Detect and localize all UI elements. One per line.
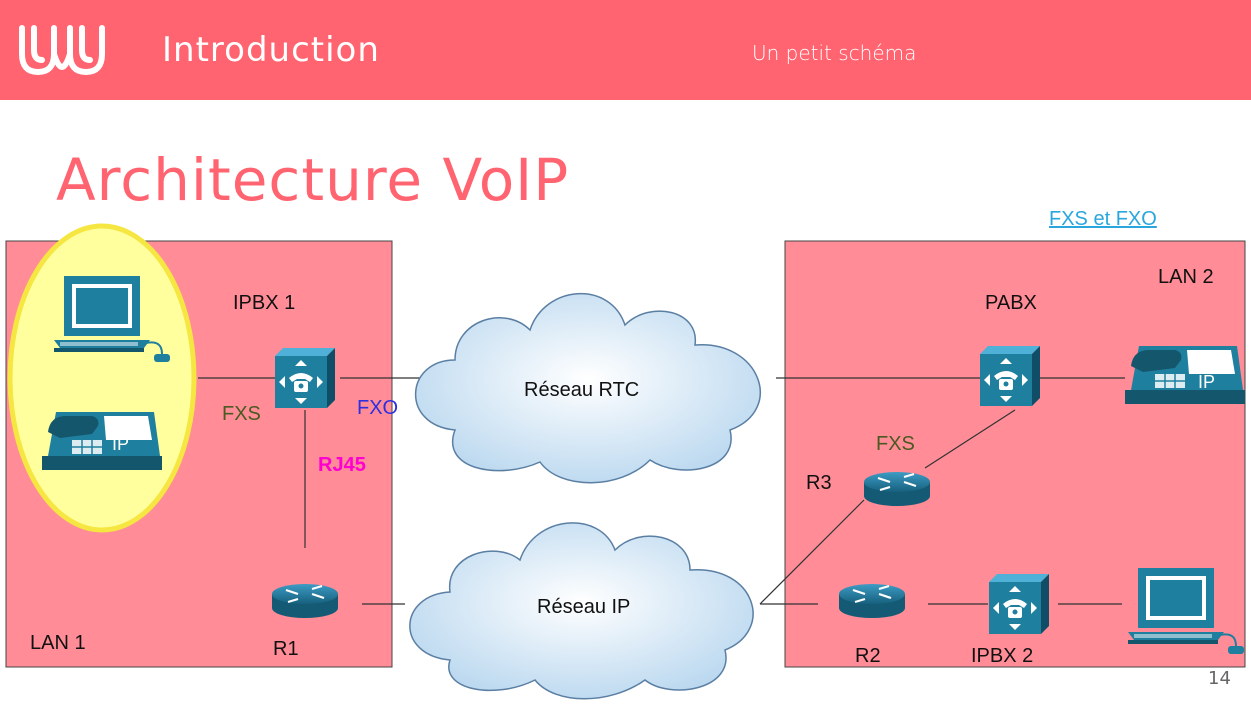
label-reseau-rtc: Réseau RTC — [524, 379, 640, 401]
pbx-switch-icon — [980, 346, 1040, 406]
logo-icon — [19, 25, 105, 76]
label-fxs-right: FXS — [876, 433, 915, 455]
header-bar: Introduction Un petit schéma — [0, 0, 1251, 100]
header-subtitle: Un petit schéma — [752, 41, 917, 65]
label-ipbx2: IPBX 2 — [971, 645, 1034, 667]
router-icon — [270, 582, 340, 620]
router-icon — [837, 582, 907, 620]
label-r3: R3 — [806, 472, 832, 494]
pbx-switch-icon — [275, 348, 335, 408]
router-icon — [862, 470, 932, 508]
label-phone-ip-left: IP — [112, 434, 130, 454]
header-title: Introduction — [162, 30, 380, 70]
cloud-icon — [409, 522, 754, 700]
label-fxs-left: FXS — [222, 403, 261, 425]
pbx-switch-icon — [989, 574, 1049, 634]
fxs-fxo-link[interactable]: FXS et FXO — [1049, 208, 1157, 230]
page-number: 14 — [1208, 668, 1231, 689]
label-r2: R2 — [855, 645, 881, 667]
page-title: Architecture VoIP — [56, 146, 570, 214]
label-rj45: RJ45 — [318, 454, 366, 476]
ip-phone-icon — [41, 411, 163, 471]
label-pabx: PABX — [985, 292, 1037, 314]
cloud-icon — [414, 292, 761, 484]
connection-lines — [198, 377, 1125, 605]
label-fxo: FXO — [357, 397, 399, 419]
label-ipbx1: IPBX 1 — [233, 292, 296, 314]
user-devices-ellipse — [7, 223, 197, 533]
label-r1: R1 — [273, 638, 299, 660]
label-reseau-ip: Réseau IP — [537, 596, 631, 618]
label-lan2: LAN 2 — [1158, 266, 1214, 288]
label-phone-ip-right: IP — [1198, 372, 1216, 392]
label-lan1: LAN 1 — [30, 632, 86, 654]
ip-phone-icon — [1124, 345, 1246, 405]
